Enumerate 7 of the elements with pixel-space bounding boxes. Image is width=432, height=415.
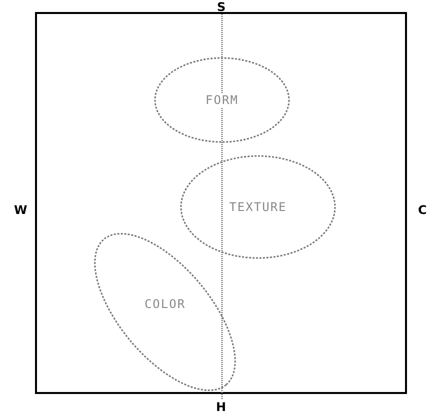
axis-label: C (418, 203, 427, 217)
axis-label: W (14, 203, 28, 217)
ellipse-label: FORM (204, 93, 240, 107)
ellipse-label: COLOR (143, 297, 187, 311)
axis-label: H (216, 400, 226, 414)
ellipse-label: TEXTURE (228, 200, 288, 214)
axis-label: S (217, 0, 226, 14)
